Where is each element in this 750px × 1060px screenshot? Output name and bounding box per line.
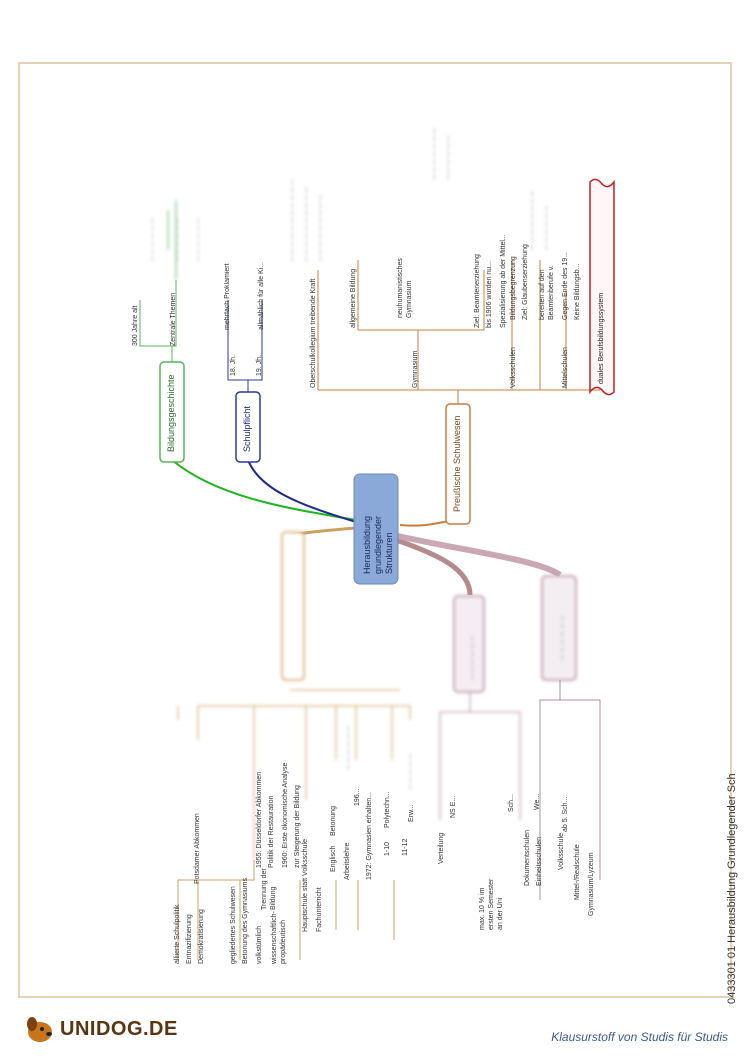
item-polytechn: Polytechn... <box>384 791 391 828</box>
item-neuhumanistisch: neuhumanistisches Gymnasium <box>397 258 413 318</box>
item-11-12: 11-12 <box>402 838 409 856</box>
item-zentrale-themen: Zentrale Themen <box>170 292 177 346</box>
dog-icon <box>27 1017 52 1042</box>
blue-tree <box>227 300 263 392</box>
item-gegliedertes: gegliedertes Schulwesen <box>230 886 237 964</box>
item-dokumentschulen: Dokumentschulen <box>524 829 531 886</box>
item-volksschulen: Volksschulen <box>510 347 517 388</box>
logo-text: UNIDOG.DE <box>60 1017 178 1040</box>
item-1-10: 1-10 <box>384 841 391 856</box>
document-title: 0433301 01 Herausbildung Grundlegender S… <box>726 773 738 1004</box>
item-duales: duales Berufsbildungssystem <box>598 292 605 384</box>
bildungsgeschichte-label: Bildungsgeschichte <box>166 374 176 452</box>
item-bis-1906: bis 1906 wurden nu... <box>486 261 493 328</box>
item-politik-restauration: Politik der Restauration <box>268 795 275 868</box>
central-node-label: Herausbildung grundlegender Strukturen <box>362 515 394 574</box>
item-1960: 1960: Erste ökonomische Analyse <box>282 762 289 868</box>
item-einheitsschulen: Einheitsschulen <box>536 836 543 886</box>
item-18jh: 18. Jh. <box>230 354 237 376</box>
item-volksschule: Volksschule <box>558 833 565 870</box>
schulpflicht-label: Schulpflicht <box>242 405 252 452</box>
left-branch-box <box>281 531 305 681</box>
item-demokratisierung: Demokratisierung <box>198 909 205 964</box>
item-mittel-real: Mittel-/Realschule <box>574 844 581 900</box>
item-keine-bildung: Keine Bildungsb... <box>574 263 581 320</box>
item-1972: 1972: Gymnasien erhalten... <box>366 792 373 880</box>
branch-curve-rose1 <box>395 537 473 596</box>
item-wissenschaftlich: wissenschaftlich-propädeutisch <box>271 911 287 964</box>
item-entnazifizierung: Entnazifizierung <box>186 914 193 964</box>
item-hauptschule: Hauptschule statt Volksschule <box>302 839 309 932</box>
item-300-jahre: 300 Jahre alt <box>132 305 139 346</box>
left-tree <box>177 689 411 860</box>
item-19jh: 19. Jh. <box>256 354 263 376</box>
item-ab-5: ab 5. Sch... <box>562 796 569 832</box>
item-mittelschulen: Mittelschulen <box>562 347 569 388</box>
item-steigerung: zur Steigerung der Bildung <box>294 785 301 868</box>
item-verteilung: Verteilung <box>438 832 445 864</box>
item-potsdamer: Potsdamer Abkommen <box>194 813 201 884</box>
item-englisch: Englisch <box>330 845 337 872</box>
item-gymnasium: Gymnasium <box>412 350 419 388</box>
duales-wave <box>589 178 615 396</box>
item-bereiten: bereiten auf den Beamtenberufe v. <box>539 265 555 320</box>
item-allgemeine-bildung: allgemeine Bildung <box>350 268 357 328</box>
unidog-logo[interactable]: UNIDOG.DE <box>22 1012 178 1046</box>
item-we: We... <box>534 793 541 810</box>
item-spezialisierung: Spezialisierung ab der Mittel... <box>500 234 507 328</box>
rose-box-2 <box>541 575 577 681</box>
item-gegen-ende: Gegen Ende des 19... <box>562 251 569 320</box>
item-allmaehlich: allmählich für alle Ki... <box>258 261 265 330</box>
branch-curve-rose2 <box>397 533 562 578</box>
left-subtree <box>177 860 395 960</box>
item-bildungsbegrenzung: Bildungsbegrenzung <box>510 256 517 320</box>
item-mehrfach: mehrfach Proklamiert <box>224 263 231 330</box>
footer-tagline: Klausurstoff von Studis für Studis <box>551 1030 728 1044</box>
item-erw: Erw... <box>408 804 415 822</box>
orange-tree <box>317 260 601 404</box>
item-arbeitslehre: Arbeitslehre <box>344 842 351 880</box>
item-betonung: Betonung <box>330 806 337 836</box>
central-node <box>353 473 399 585</box>
item-1955: 1955: Düsseldorfer Abkommen <box>256 771 263 868</box>
item-volkstuemlich: volkstümlich <box>256 925 263 964</box>
rose-box-1 <box>453 595 485 693</box>
branch-curve-green <box>171 459 357 521</box>
item-ns-e: NS E... <box>450 795 457 818</box>
item-sch: Sch... <box>508 794 515 812</box>
item-max-10: max. 10 % im ersten Semester an der Uni <box>479 878 504 930</box>
item-oberschulkollegium: Oberschulkollegium treibende Kraft <box>310 278 317 388</box>
item-alliierte: alliierte Schulpolitik <box>174 904 181 964</box>
green-tree <box>139 280 177 362</box>
item-trennung: Trennung der Bildung <box>261 868 277 910</box>
middle-tree <box>439 692 521 820</box>
item-196x: 196... <box>354 788 361 806</box>
item-fachunterricht: Fachunterricht <box>316 887 323 932</box>
branch-curve-blue <box>247 459 357 523</box>
item-ziel-beamten: Ziel: Beamtenerziehung <box>474 254 481 328</box>
item-betonung-gym: Betonung des Gymnasiums <box>242 878 249 964</box>
item-gymnasium-lyzeum: Gymnasium/Lyzeum <box>588 852 595 916</box>
item-ziel-glaubens: Ziel: Glaubenserziehung <box>522 244 529 320</box>
preussisch-label: Preußische Schulwesen <box>452 415 462 512</box>
middle-tree-2 <box>539 680 601 900</box>
green-tree-right <box>167 200 177 280</box>
